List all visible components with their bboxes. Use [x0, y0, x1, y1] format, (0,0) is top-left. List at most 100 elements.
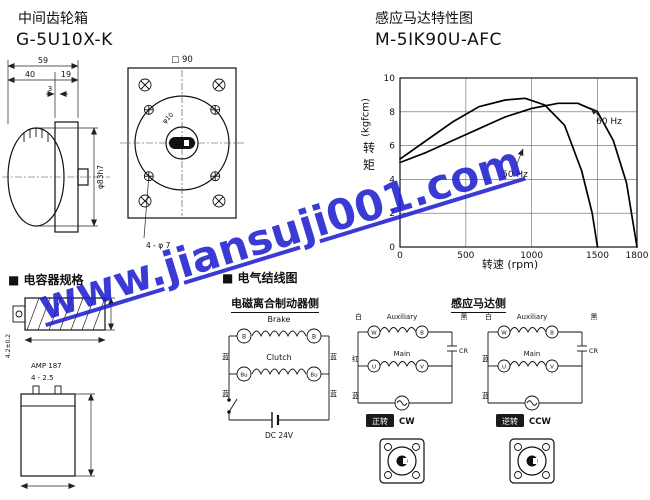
label-50hz-arrow	[515, 148, 524, 167]
aux-winding-label: Auxiliary	[517, 313, 548, 321]
motor-front-face-ccw	[509, 438, 555, 484]
dim-total-width: 59	[38, 56, 48, 65]
terminal-aux: W	[501, 331, 507, 337]
wire-color-common: 黑	[591, 313, 598, 321]
motor-side-title: 感应马达侧	[451, 295, 506, 313]
chart-y-label: 转 矩	[362, 141, 375, 172]
capacitor-dimensions: 4.2±0.2	[5, 297, 115, 358]
brake-terminal-right: B	[312, 334, 316, 341]
rotation-label: 逆转 CCW	[496, 414, 551, 427]
terminal-aux: W	[371, 331, 377, 337]
brake-terminal-left: B	[242, 334, 246, 341]
clutch-side-title: 电磁离合制动器侧	[231, 295, 319, 313]
dim-square-size: □ 90	[171, 55, 193, 65]
wire-color-aux: 白	[485, 312, 492, 321]
main-winding-label: Main	[394, 350, 411, 358]
terminal-main-1: U	[372, 365, 376, 371]
dim-body-depth: 40	[25, 70, 35, 79]
terminal-main-2: V	[420, 365, 424, 371]
wire-color-right-bottom: 蓝	[330, 389, 337, 398]
wire-color-main: 红	[352, 354, 359, 363]
terminal-type-label: AMP 187	[31, 362, 62, 370]
circuit-wiring	[487, 325, 587, 411]
rotation-cjk: 逆转	[502, 416, 518, 426]
label-60hz: 60 Hz	[596, 117, 622, 127]
wire-color-aux: 白	[355, 312, 362, 321]
x-tick-label: 1000	[520, 251, 543, 261]
wiring-header: ■ 电气结线图	[222, 271, 298, 285]
holes-leader-line	[143, 176, 150, 239]
clutch-terminal-right: Bu	[310, 373, 317, 379]
wire-color-right-top: 蓝	[330, 352, 337, 361]
clutch-brake-circuit: Brake B B Clutch Bu Bu 蓝 蓝 蓝 蓝	[222, 315, 337, 440]
clutch-row	[229, 366, 329, 382]
chart-gridlines	[400, 78, 637, 247]
dim-terminal-pitch: 4.2±0.2	[5, 334, 12, 358]
wire-color-left-top: 蓝	[222, 352, 229, 361]
dim-flange-depth: 19	[61, 70, 71, 79]
chart-plot-border	[399, 77, 638, 248]
motor-section-title: 感应马达特性图	[375, 11, 473, 27]
x-tick-label: 500	[457, 251, 474, 261]
gearbox-side-view-drawing: 59 40 19 3 φ83h7	[2, 56, 110, 233]
y-tick-label: 2	[389, 209, 395, 219]
motor-circuit-ccw: 白 Auxiliary 黑 W B CR Main U	[482, 312, 599, 427]
rotation-en: CW	[399, 417, 415, 427]
rotation-cjk: 正转	[372, 416, 388, 426]
chart-x-label: 转速 (rpm)	[481, 258, 539, 271]
clutch-winding-label: Clutch	[266, 353, 291, 362]
side-view-body	[2, 121, 110, 233]
clutch-terminal-left: Bu	[240, 373, 247, 379]
wire-color-main: 蓝	[482, 354, 489, 363]
brake-winding-label: Brake	[268, 315, 291, 324]
output-hub	[165, 126, 199, 160]
dim-plate-thickness: 3	[48, 85, 52, 93]
x-tick-label: 1500	[586, 251, 609, 261]
dim-shaft-diameter: φ83h7	[96, 165, 105, 189]
rotation-en: CCW	[529, 417, 551, 427]
motor-model: M-5IK90U-AFC	[375, 30, 502, 50]
terminal-common: B	[550, 331, 554, 337]
label-50hz: 50 Hz	[502, 170, 528, 180]
wire-color-common: 黑	[461, 313, 468, 321]
dim-bracket-holes: 4 - 2.5	[31, 374, 54, 382]
brake-row	[229, 328, 329, 344]
x-tick-label: 0	[397, 251, 403, 261]
rotation-label: 正转 CW	[366, 414, 415, 427]
capacitor-drawing: 4.2±0.2 AMP 187 4 - 2.5	[5, 297, 115, 489]
terminal-main-2: V	[550, 365, 554, 371]
circuit-wiring	[357, 325, 457, 411]
dim-center-hole: φ10	[161, 111, 176, 126]
capacitor-body-dims	[20, 393, 95, 489]
chart-curve-labels: 60 Hz 50 Hz	[502, 107, 622, 180]
corner-screws	[138, 78, 226, 208]
wire-color-source: 蓝	[482, 391, 489, 400]
side-view-diameter-dim: φ83h7	[38, 127, 105, 227]
gearbox-model: G-5U10X-K	[16, 30, 113, 50]
curve-50-hz	[399, 97, 599, 248]
y-tick-label: 6	[389, 142, 395, 152]
supply-wiring	[227, 336, 330, 428]
capacitor-bracket	[12, 297, 106, 331]
y-tick-label: 0	[389, 243, 395, 253]
run-capacitor-label: CR	[589, 347, 599, 355]
motor-front-face-cw	[379, 438, 425, 484]
curve-60-hz	[399, 102, 638, 248]
main-winding-label: Main	[524, 350, 541, 358]
y-tick-label: 10	[384, 74, 396, 84]
capacitor-body	[20, 385, 76, 477]
y-tick-label: 4	[389, 175, 395, 185]
gearbox-section-title: 中间齿轮箱	[18, 11, 88, 27]
motor-circuit-cw: 白 Auxiliary 黑 W B CR Main U	[352, 312, 469, 427]
terminal-common: B	[420, 331, 424, 337]
gearbox-front-view-drawing: □ 90 φ10 4 - φ 7	[120, 55, 244, 250]
dim-mounting-holes: 4 - φ 7	[146, 241, 171, 250]
dc-supply-label: DC 24V	[265, 431, 294, 440]
wire-color-source: 蓝	[352, 391, 359, 400]
mounting-holes	[143, 104, 221, 182]
aux-winding-label: Auxiliary	[387, 313, 418, 321]
